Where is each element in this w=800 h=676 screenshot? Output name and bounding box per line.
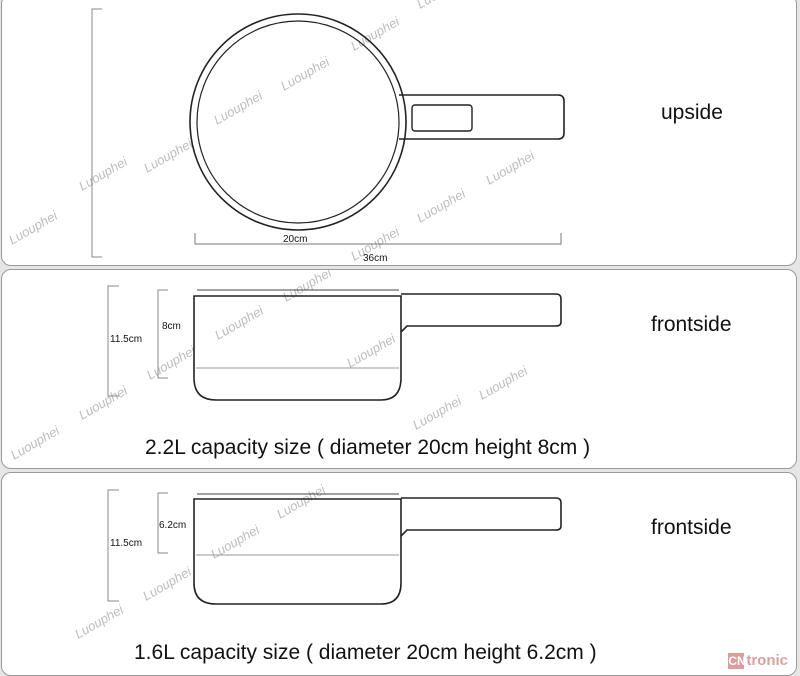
watermark-group: Luouphei Luouphei Luouphei Luouphei <box>72 481 329 641</box>
watermark: Luouphei <box>410 392 465 432</box>
watermark: Luouphei <box>72 601 127 641</box>
length-label: 36cm <box>363 253 387 264</box>
watermark-group: Luouphei Luouphei Luouphei Luouphei Luou… <box>6 0 538 264</box>
pan-outer-circle <box>189 13 407 231</box>
watermark: Luouphei <box>280 270 335 305</box>
view-label-frontside: frontside <box>651 516 732 539</box>
watermark: Luouphei <box>211 87 266 127</box>
watermark: Luouphei <box>483 147 538 187</box>
panel-upside: Luouphei Luouphei Luouphei Luouphei Luou… <box>1 0 797 266</box>
frontside-1-6l-drawing: Luouphei Luouphei Luouphei Luouphei 11.5… <box>72 481 562 642</box>
height-bracket <box>91 8 102 258</box>
body-height-label: 8cm <box>162 321 181 332</box>
watermark: Luouphei <box>278 53 333 93</box>
upside-drawing: Luouphei Luouphei Luouphei Luouphei Luou… <box>6 0 565 264</box>
watermark: Luouphei <box>8 422 63 462</box>
body-height-label: 6.2cm <box>159 520 186 531</box>
handle-display-window <box>411 104 473 132</box>
watermark: Luouphei <box>6 207 61 247</box>
watermark: Luouphei <box>476 362 531 402</box>
capacity-caption: 2.2L capacity size ( diameter 20cm heigh… <box>145 436 591 459</box>
pan-handle <box>399 94 565 140</box>
watermark: Luouphei <box>144 342 199 382</box>
panel-frontside-1-6l: Luouphei Luouphei Luouphei Luouphei 11.5… <box>1 472 797 676</box>
watermark: Luouphei <box>208 521 263 561</box>
diameter-dimension-line <box>194 233 562 245</box>
panel-frontside-2-2l: Luouphei Luouphei Luouphei Luouphei Luou… <box>1 269 797 469</box>
total-height-label: 11.5cm <box>110 538 142 549</box>
watermark: Luouphei <box>344 330 399 370</box>
pan-handle <box>400 293 562 333</box>
body-height-bracket <box>157 492 168 554</box>
view-label-frontside: frontside <box>651 313 732 336</box>
view-label-upside: upside <box>661 101 723 124</box>
total-height-bracket <box>107 489 119 602</box>
pan-inner-circle <box>196 20 400 224</box>
watermark: Luouphei <box>414 185 469 225</box>
frontside-2-2l-drawing: Luouphei Luouphei Luouphei Luouphei Luou… <box>8 270 562 463</box>
diameter-label: 20cm <box>283 234 307 245</box>
total-height-bracket <box>107 285 119 397</box>
watermark: Luouphei <box>76 382 131 422</box>
pan-handle <box>400 497 562 537</box>
brand-logo-text: tronic <box>746 652 788 669</box>
capacity-caption: 1.6L capacity size ( diameter 20cm heigh… <box>134 641 597 664</box>
watermark: Luouphei <box>414 0 469 12</box>
watermark: Luouphei <box>212 302 267 342</box>
brand-logo: CNtronic <box>728 652 788 669</box>
watermark-group: Luouphei Luouphei Luouphei Luouphei Luou… <box>8 270 531 463</box>
pan-body <box>193 498 402 605</box>
total-height-label: 11.5cm <box>110 334 142 345</box>
brand-logo-mark: CN <box>728 653 746 669</box>
body-height-bracket <box>157 289 168 379</box>
watermark: Luouphei <box>274 481 329 521</box>
pan-body <box>193 295 402 401</box>
watermark: Luouphei <box>141 135 196 175</box>
watermark: Luouphei <box>140 563 195 603</box>
watermark: Luouphei <box>76 153 131 193</box>
